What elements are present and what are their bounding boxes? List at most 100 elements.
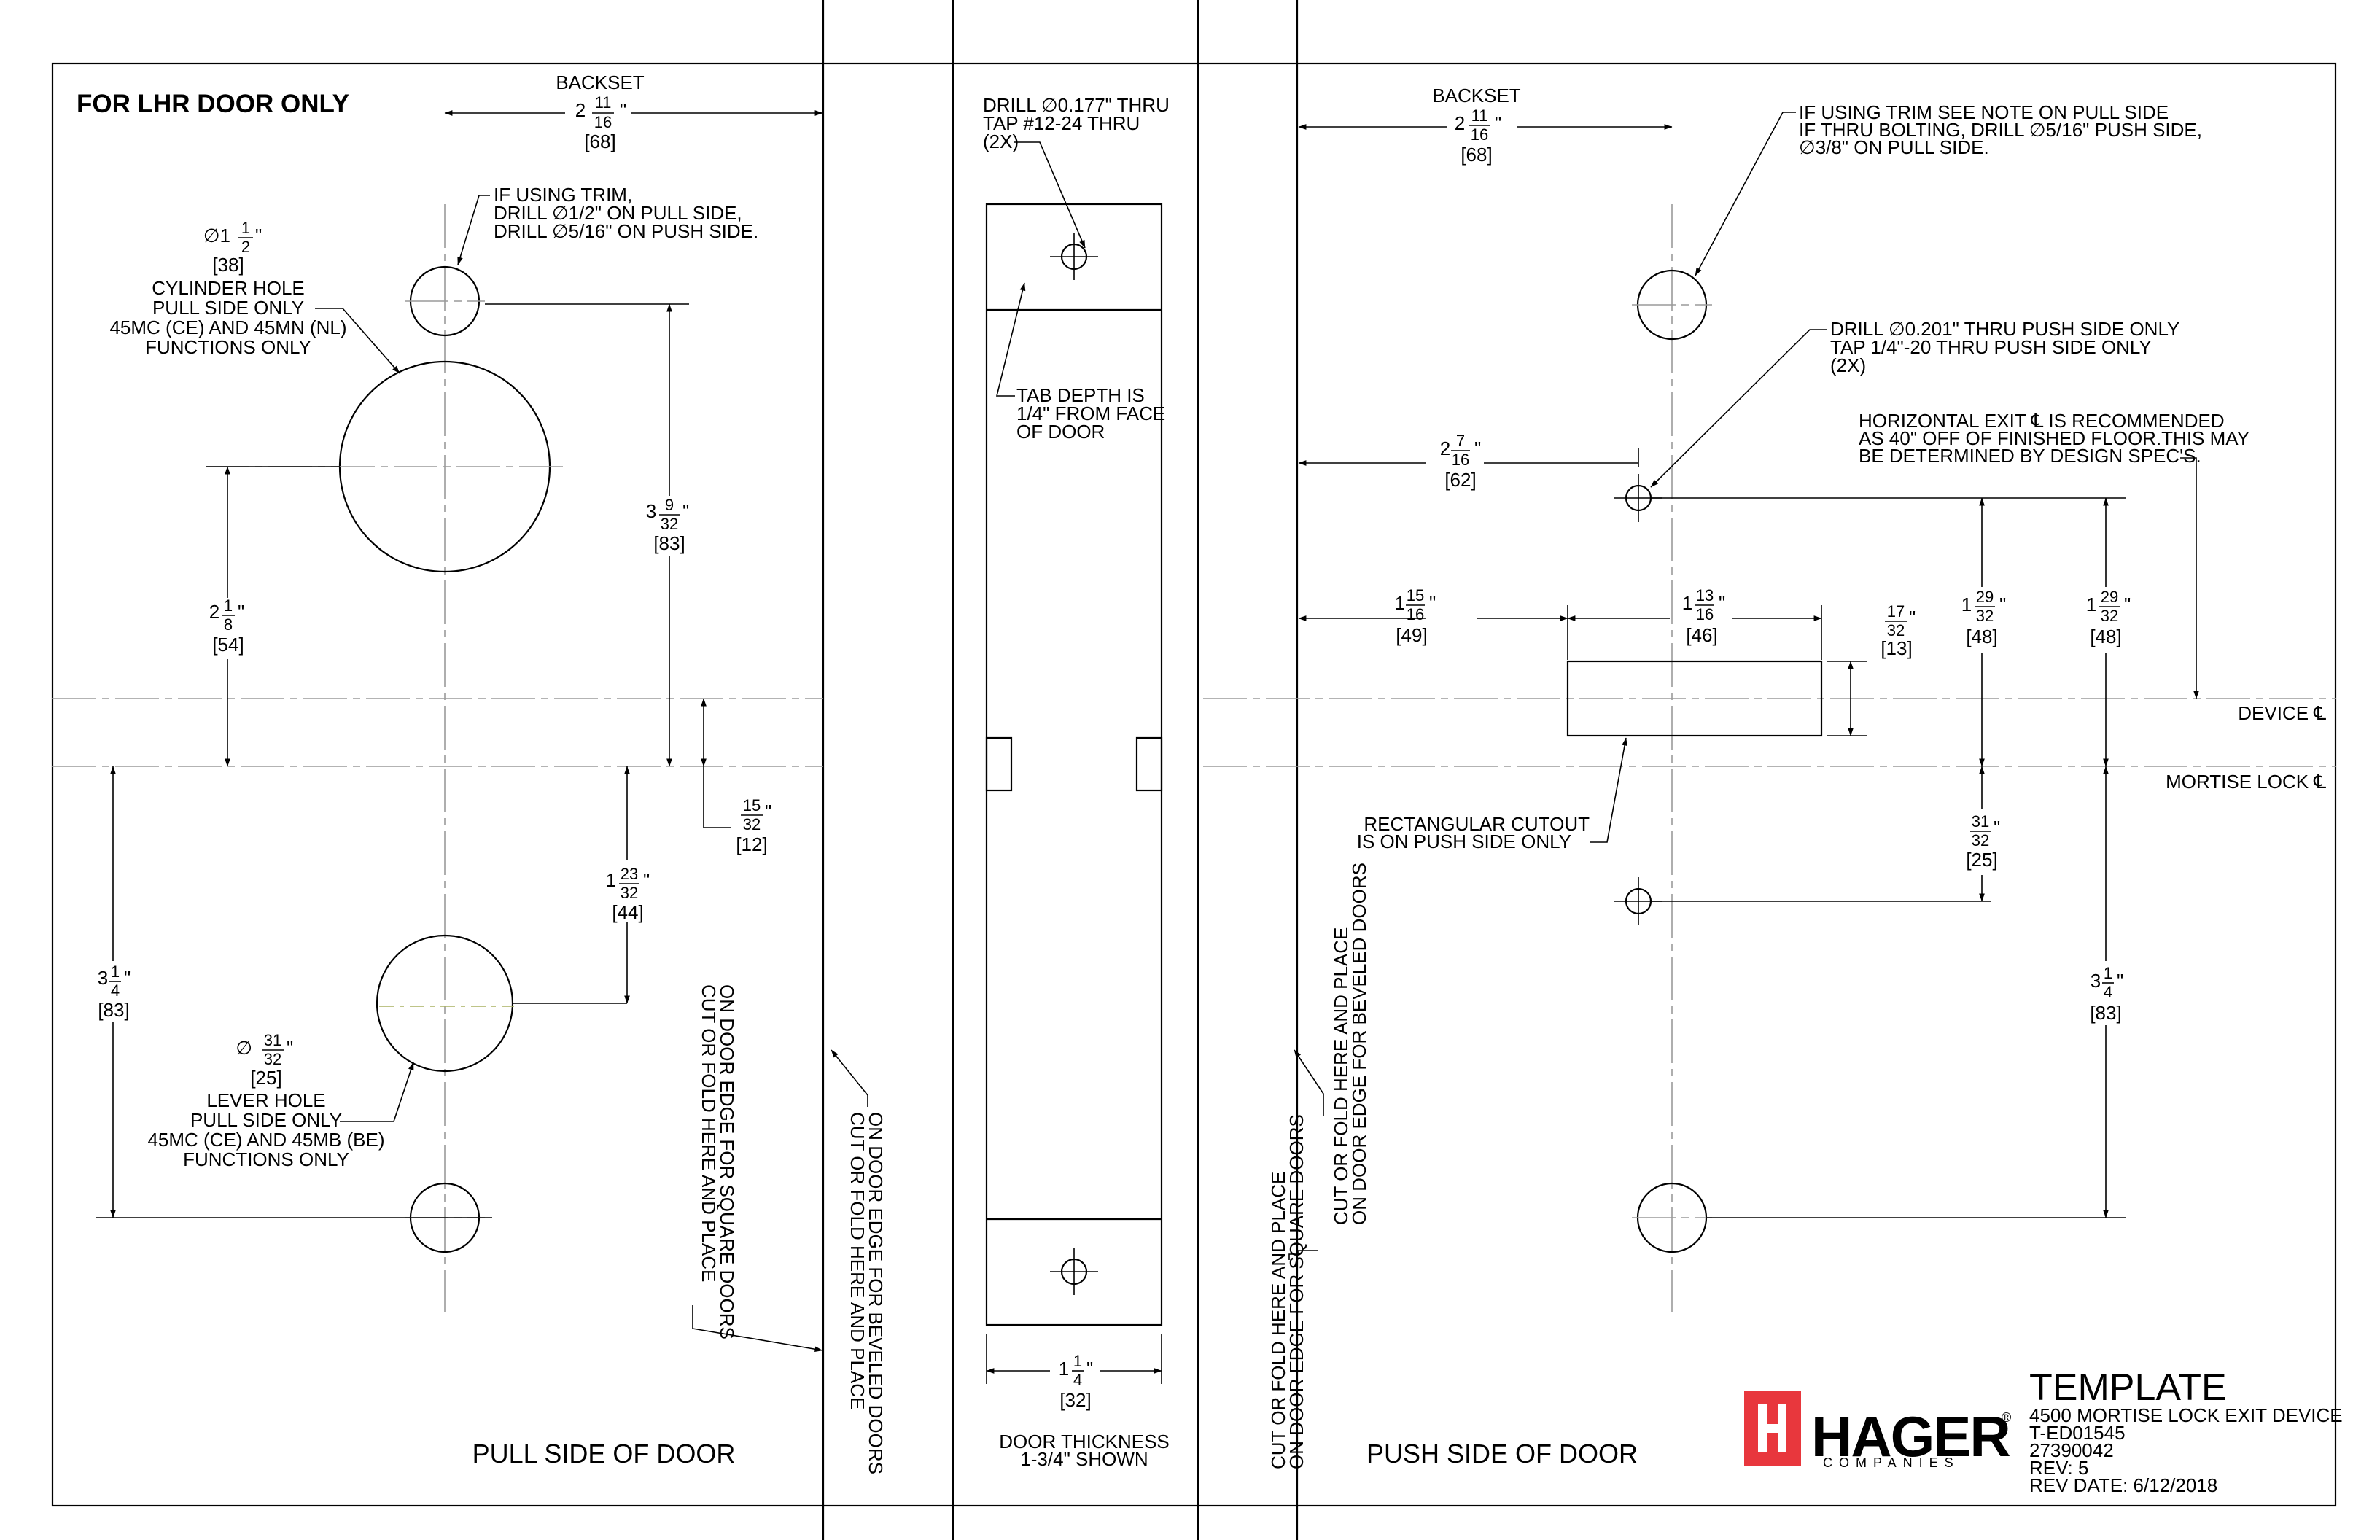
pull-cyl-dia-num: 1	[241, 219, 250, 237]
push-drill-note-3: (2X)	[1830, 354, 1866, 376]
drawing-border	[51, 62, 2337, 1507]
svg-text:3: 3	[2091, 970, 2101, 992]
svg-text:1: 1	[1395, 592, 1405, 614]
push-cutout-leader	[1590, 737, 1628, 843]
push-trim-leader	[1695, 112, 1796, 276]
svg-text:": "	[1429, 592, 1436, 614]
pull-cyl-dia-den: 2	[241, 238, 250, 256]
pull-lever-note-3: 45MC (CE) AND 45MB (BE)	[147, 1129, 384, 1151]
push-cutout-note-1: RECTANGULAR CUTOUT	[1364, 813, 1590, 835]
push-trim-note-2: IF THRU BOLTING, DRILL ∅5/16" PUSH SIDE,	[1799, 119, 2202, 141]
svg-text:16: 16	[1452, 451, 1469, 469]
title-line-1: 4500 MORTISE LOCK EXIT DEVICE	[2029, 1404, 2343, 1426]
faceplate-right-notch	[1135, 736, 1163, 792]
svg-text:31: 31	[1972, 812, 1989, 831]
svg-text:[12]: [12]	[736, 833, 767, 855]
pull-trim-note-1: IF USING TRIM,	[494, 184, 632, 206]
device-centerline-label: DEVICE ℄	[2238, 702, 2326, 724]
svg-text:16: 16	[1696, 605, 1714, 623]
pull-backset-den: 16	[594, 113, 612, 131]
svg-text:4: 4	[111, 981, 120, 1000]
pull-cyl-note-2: PULL SIDE ONLY	[152, 297, 304, 319]
svg-text:CUT OR FOLD HERE AND PLACE: CUT OR FOLD HERE AND PLACE	[698, 984, 720, 1282]
push-trim-note-1: IF USING TRIM SEE NOTE ON PULL SIDE	[1799, 101, 2169, 123]
svg-text:[49]: [49]	[1396, 624, 1427, 646]
template-title: TEMPLATE	[2029, 1366, 2227, 1409]
svg-text:16: 16	[1471, 125, 1488, 144]
edge-thickness-note-1: DOOR THICKNESS	[999, 1431, 1170, 1452]
pull-cyl-note-3: 45MC (CE) AND 45MN (NL)	[109, 316, 346, 338]
svg-text:ON DOOR EDGE FOR BEVELED DOORS: ON DOOR EDGE FOR BEVELED DOORS	[865, 1112, 887, 1474]
pull-cyl-dia-sym: ∅1	[203, 225, 230, 246]
push-cutout-note-2: IS ON PUSH SIDE ONLY	[1357, 831, 1571, 852]
svg-text:[25]: [25]	[1966, 849, 1997, 871]
edge-tab-note-3: OF DOOR	[1016, 421, 1105, 443]
push-exit-note-1: HORIZONTAL EXIT ℄ IS RECOMMENDED	[1859, 410, 2225, 432]
svg-text:[83]: [83]	[98, 999, 129, 1021]
pull-side-label: PULL SIDE OF DOOR	[472, 1439, 736, 1469]
push-rectangular-cutout	[1566, 660, 1823, 737]
edge-tab-note-2: 1/4" FROM FACE	[1016, 402, 1165, 424]
svg-text:4: 4	[1073, 1371, 1082, 1389]
pull-lever-note-4: FUNCTIONS ONLY	[183, 1148, 349, 1170]
svg-text:[54]: [54]	[212, 634, 244, 656]
svg-text:[83]: [83]	[2090, 1002, 2121, 1024]
push-fold-leader	[1294, 1049, 1324, 1116]
svg-text:": "	[1495, 112, 1501, 134]
svg-text:32: 32	[1887, 621, 1905, 639]
edge-thickness-note-2: 1-3/4" SHOWN	[1020, 1448, 1148, 1470]
svg-text:3: 3	[98, 967, 108, 989]
svg-text:[48]: [48]	[1966, 626, 1997, 648]
svg-text:2: 2	[1440, 438, 1450, 459]
hager-logo: HAGER ® COMPANIES	[1744, 1391, 2011, 1470]
svg-text:CUT OR FOLD HERE AND PLACE: CUT OR FOLD HERE AND PLACE	[1330, 928, 1352, 1225]
pull-backset-whole: 2	[575, 99, 586, 121]
svg-text:16: 16	[1407, 605, 1424, 623]
edge-drill-leader	[1014, 141, 1086, 249]
svg-text:": "	[765, 801, 771, 822]
svg-text:[25]: [25]	[250, 1067, 281, 1089]
svg-text:ON DOOR EDGE FOR SQUARE DOORS: ON DOOR EDGE FOR SQUARE DOORS	[1286, 1114, 1307, 1469]
svg-text:": "	[620, 99, 626, 121]
svg-text:17: 17	[1887, 602, 1905, 621]
svg-text:1: 1	[606, 869, 616, 891]
svg-text:": "	[124, 967, 131, 989]
pull-fold-note-square: CUT OR FOLD HERE AND PLACE ON DOOR EDGE …	[698, 984, 738, 1339]
svg-text:": "	[1994, 817, 2000, 839]
svg-text:29: 29	[2101, 588, 2118, 606]
pull-cyl-note-4: FUNCTIONS ONLY	[145, 336, 311, 358]
edge-fold-leader	[831, 1049, 868, 1107]
svg-text:15: 15	[1407, 586, 1424, 604]
svg-text:1: 1	[1961, 594, 1972, 615]
push-exit-leader	[2180, 457, 2199, 699]
pull-trim-leader	[457, 195, 490, 265]
svg-text:1: 1	[1059, 1358, 1069, 1380]
svg-text:32: 32	[743, 815, 761, 833]
svg-text:[48]: [48]	[2090, 626, 2121, 648]
svg-text:[62]: [62]	[1444, 469, 1476, 491]
push-trim-note-3: ∅3/8" ON PULL SIDE.	[1799, 136, 1989, 158]
svg-text:CUT OR FOLD HERE AND PLACE: CUT OR FOLD HERE AND PLACE	[1267, 1172, 1289, 1469]
svg-text:7: 7	[1456, 432, 1465, 450]
title-line-4: REV: 5	[2029, 1457, 2088, 1479]
push-exit-note-3: BE DETERMINED BY DESIGN SPEC'S.	[1859, 445, 2201, 467]
svg-text:": "	[682, 500, 689, 522]
svg-text:1: 1	[1073, 1352, 1082, 1370]
push-drill-note-1: DRILL ∅0.201" THRU PUSH SIDE ONLY	[1830, 318, 2179, 340]
svg-text:": "	[2117, 970, 2123, 992]
svg-text:9: 9	[665, 496, 674, 514]
svg-text:32: 32	[661, 515, 678, 533]
svg-text:3: 3	[646, 500, 656, 522]
edge-drill-note-3: (2X)	[983, 131, 1019, 152]
svg-text:1: 1	[111, 962, 120, 981]
svg-text:∅: ∅	[236, 1037, 252, 1059]
svg-text:11: 11	[1471, 106, 1488, 125]
svg-text:2: 2	[209, 601, 219, 623]
pull-fold-leader	[692, 1305, 823, 1353]
svg-text:[83]: [83]	[653, 532, 685, 554]
faceplate-left-notch	[985, 736, 1013, 792]
svg-text:32: 32	[1976, 607, 1994, 625]
pull-lever-note-2: PULL SIDE ONLY	[190, 1109, 342, 1131]
edge-tab-leader	[995, 282, 1026, 397]
